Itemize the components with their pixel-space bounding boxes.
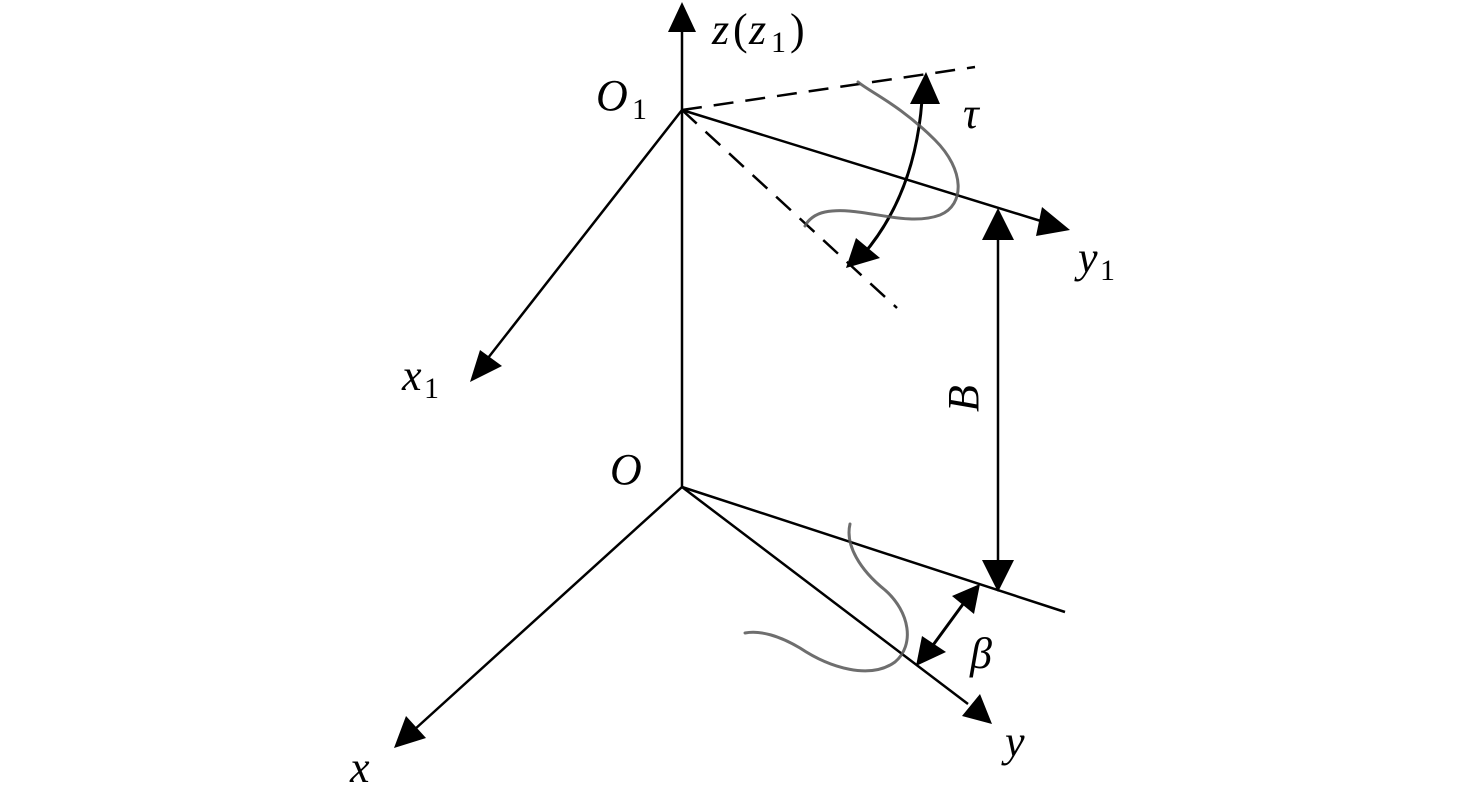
- label-x1: x: [401, 351, 422, 400]
- x1-axis-line: [487, 109, 683, 359]
- z-axis-arrowhead: [668, 2, 696, 32]
- label-z1-paren-close: ): [790, 5, 805, 54]
- y1-axis-line: [681, 108, 1045, 224]
- label-z1: z: [748, 5, 766, 54]
- label-x: x: [349, 743, 370, 792]
- label-O1-sub: 1: [632, 93, 647, 126]
- tau-arc: [860, 99, 924, 257]
- label-y: y: [1001, 717, 1025, 766]
- label-tau: τ: [963, 89, 981, 138]
- tau-arrowhead-top: [910, 72, 940, 104]
- beta-arrowhead-top: [952, 584, 980, 614]
- label-y1-sub: 1: [1100, 254, 1115, 287]
- rotated-y-line: [681, 485, 1066, 614]
- y-axis-line: [681, 486, 969, 705]
- label-O: O: [610, 445, 642, 494]
- label-beta: β: [969, 629, 992, 678]
- wave-curve-upper: [803, 80, 960, 228]
- dashed-line-upper: [681, 65, 976, 112]
- tau-arrowhead-bottom: [846, 238, 880, 268]
- dashed-line-lower: [681, 109, 898, 309]
- beta-arc: [926, 599, 968, 653]
- beta-arrowhead-bottom: [916, 636, 946, 666]
- label-x1-sub: 1: [424, 372, 439, 405]
- label-z: z: [711, 5, 729, 54]
- label-y1: y: [1074, 233, 1098, 282]
- x-axis-arrowhead: [394, 716, 426, 748]
- label-B: B: [939, 385, 988, 412]
- label-O1: O: [596, 71, 628, 120]
- label-z1-paren-open: (: [733, 5, 748, 54]
- x1-axis-arrowhead: [470, 350, 502, 382]
- wave-curve-lower: [743, 522, 909, 673]
- y-axis-arrowhead: [962, 694, 992, 724]
- x-axis-line: [413, 486, 683, 731]
- label-z1-sub: 1: [771, 26, 786, 59]
- b-arrowhead-top: [982, 208, 1014, 240]
- y1-axis-arrowhead: [1036, 207, 1070, 236]
- b-arrowhead-bottom: [982, 560, 1014, 592]
